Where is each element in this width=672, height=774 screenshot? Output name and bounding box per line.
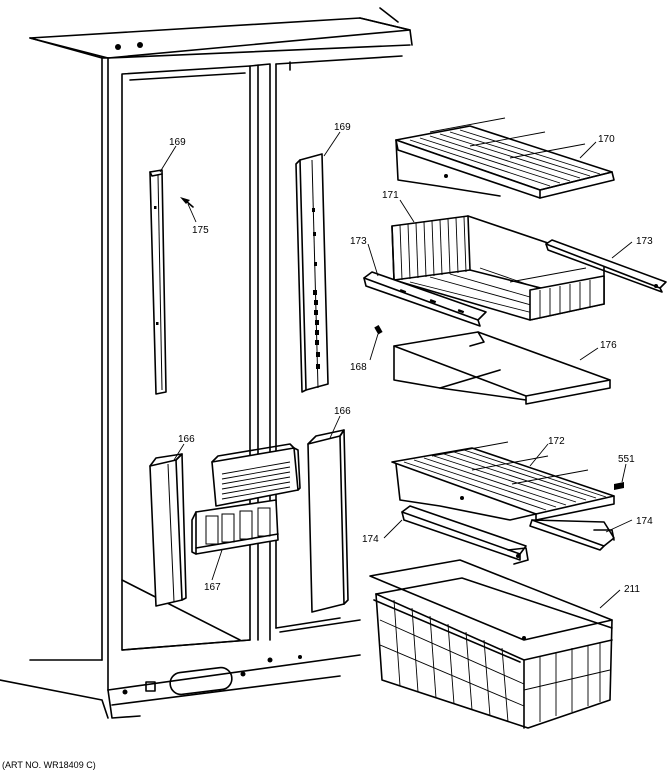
right-shelf-rail-169 [295, 153, 329, 393]
label-172: 172 [548, 436, 565, 447]
label-176: 176 [600, 340, 617, 351]
right-slide-174 [529, 519, 615, 551]
label-168: 168 [350, 362, 367, 373]
label-551: 551 [618, 454, 635, 465]
label-169-right: 169 [334, 122, 351, 133]
leader-lines [159, 131, 633, 609]
clip-168 [374, 325, 383, 335]
wire-basket-211 [369, 559, 613, 729]
wire-shelf-170 [395, 117, 615, 199]
label-166-left: 166 [178, 434, 195, 445]
label-173-right: 173 [636, 236, 653, 247]
right-panel-166 [307, 429, 349, 613]
label-169-left: 169 [169, 137, 186, 148]
fan-cover-167 [191, 443, 301, 555]
basket-drawer-171 [391, 215, 605, 321]
left-shelf-rail-169 [149, 169, 167, 395]
label-167: 167 [204, 582, 221, 593]
shelf-frame-176 [393, 331, 611, 405]
label-170: 170 [598, 134, 615, 145]
left-channel-166 [149, 453, 187, 607]
label-174-right: 174 [636, 516, 653, 527]
wire-shelf-172 [391, 441, 615, 521]
part-labels: 169 175 169 170 171 173 173 168 176 166 … [169, 122, 653, 595]
left-slide-174 [401, 505, 529, 565]
label-211: 211 [624, 584, 640, 595]
label-175: 175 [192, 225, 209, 236]
label-166-right: 166 [334, 406, 351, 417]
left-slide-173 [363, 271, 487, 327]
label-173-left: 173 [350, 236, 367, 247]
screw-175 [180, 197, 194, 208]
right-slide-173 [545, 239, 667, 293]
screw-551 [614, 482, 624, 490]
label-174-left: 174 [362, 534, 379, 545]
label-171: 171 [382, 190, 399, 201]
art-number: (ART NO. WR18409 C) [2, 760, 96, 770]
